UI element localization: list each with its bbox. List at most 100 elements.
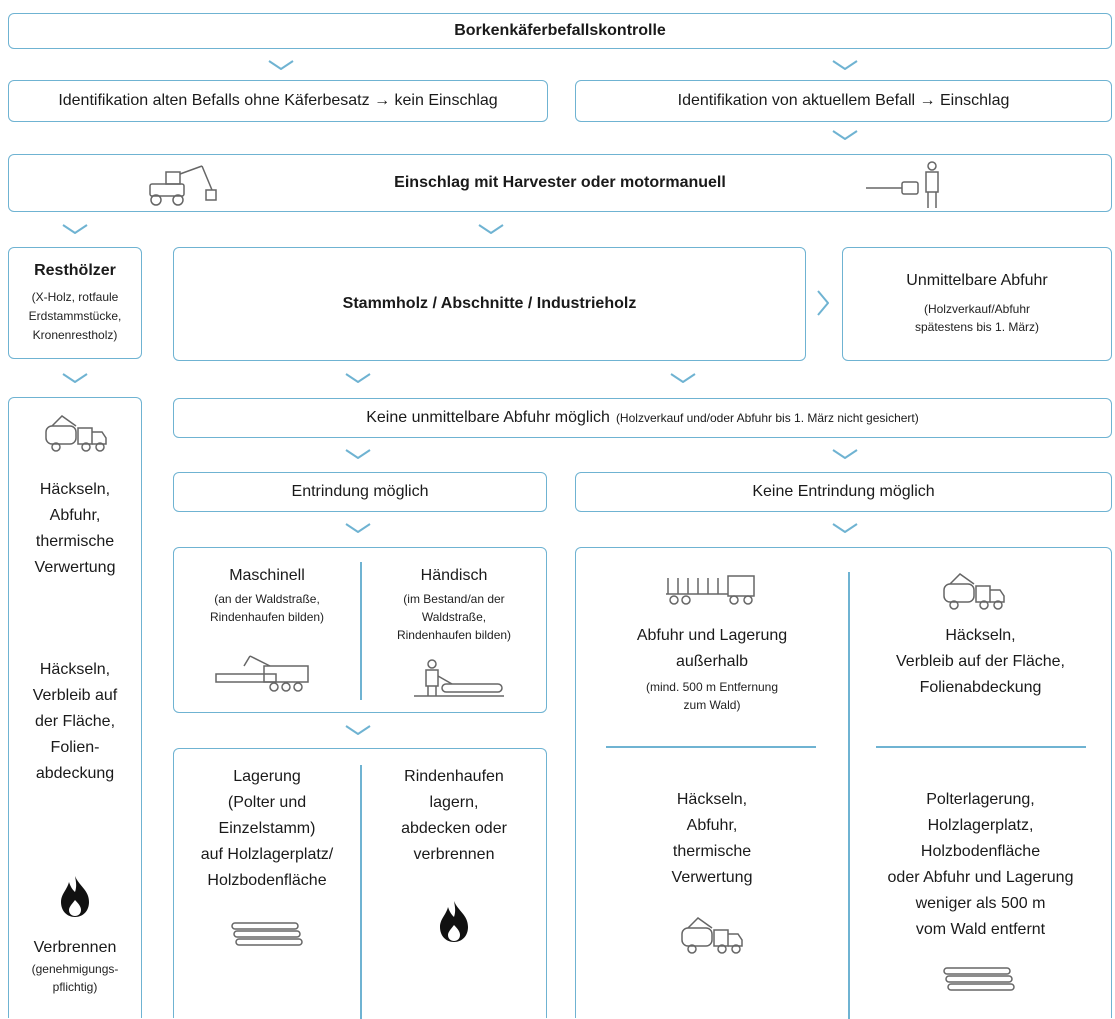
manual-debarking-icon	[414, 659, 504, 697]
no-debarking-label: Keine Entrindung möglich	[752, 483, 935, 500]
rindenhaufen-line-1: Rindenhaufen	[404, 768, 504, 785]
harvester-icon	[149, 165, 217, 206]
resthoelzer-note-1: (X-Holz, rotfaule	[31, 290, 119, 304]
direct-removal-note-1: (Holzverkauf/Abfuhr	[923, 302, 1031, 316]
left-burn-note-1: (genehmigungs-	[31, 962, 119, 976]
maschinell-note-2: Rindenhaufen bilden)	[209, 610, 325, 624]
arrow-down-icon	[345, 449, 371, 459]
no-direct-removal-box: Keine unmittelbare Abfuhr möglich (Holzv…	[173, 398, 1112, 438]
old-infestation-box: Identifikation alten Befalls ohne Käferb…	[8, 80, 548, 122]
arrow-down-icon	[832, 523, 858, 533]
transport-note-2: zum Wald)	[683, 698, 741, 712]
transport-note-1: (mind. 500 m Entfernung	[645, 680, 779, 694]
arrow-down-icon	[478, 224, 504, 234]
title-box: Borkenkäferbefallskontrolle	[8, 13, 1112, 49]
left-cover-line-5: abdeckung	[35, 765, 115, 782]
no-debarking-box: Keine Entrindung möglich	[575, 472, 1112, 512]
haendisch-title: Händisch	[420, 567, 488, 584]
left-burn-note-2: pflichtig)	[52, 980, 98, 994]
chipper-truck-icon	[943, 573, 1005, 610]
rindenhaufen-line-2: lagern,	[429, 794, 479, 811]
chainsaw-worker-icon	[866, 161, 939, 208]
machine-debarker-icon	[215, 655, 309, 692]
direct-removal-note-2: spätestens bis 1. März)	[914, 320, 1040, 334]
chipper-truck-icon	[45, 415, 107, 452]
resthoelzer-note-2: Erdstammstücke,	[28, 309, 122, 323]
lagerung-line-2: (Polter und	[227, 794, 307, 811]
lagerung-line-4: auf Holzlagerplatz/	[200, 846, 334, 863]
polter-line-5: weniger als 500 m	[915, 895, 1046, 912]
old-infestation-label: Identifikation alten Befalls ohne Käferb…	[58, 92, 498, 109]
arrow-down-icon	[62, 373, 88, 383]
haendisch-note-2: Waldstraße,	[421, 610, 487, 624]
left-chip-line-3: thermische	[35, 533, 115, 550]
chip-cover-line-2: Verbleib auf der Fläche,	[896, 653, 1065, 670]
current-infestation-box: Identifikation von aktuellem Befall → Ei…	[575, 80, 1112, 122]
resthoelzer-box: Resthölzer (X-Holz, rotfaule Erdstammstü…	[8, 247, 142, 359]
stammholz-label: Stammholz / Abschnitte / Industrieholz	[342, 295, 637, 312]
transport-line-2: außerhalb	[675, 653, 749, 670]
debarking-possible-label: Entrindung möglich	[291, 483, 429, 500]
stammholz-box: Stammholz / Abschnitte / Industrieholz	[173, 247, 806, 361]
transport-line-1: Abfuhr und Lagerung	[636, 627, 788, 644]
lagerung-line-1: Lagerung	[233, 768, 301, 785]
left-cover-line-1: Häckseln,	[39, 661, 111, 678]
log-truck-icon	[666, 575, 755, 605]
debarking-possible-box: Entrindung möglich	[173, 472, 547, 512]
no-debarking-options-box: Abfuhr und Lagerung außerhalb (mind. 500…	[575, 547, 1112, 1019]
resthoelzer-title: Resthölzer	[34, 262, 116, 279]
divider	[360, 765, 362, 1019]
direct-removal-title: Unmittelbare Abfuhr	[906, 272, 1048, 289]
left-chip-line-2: Abfuhr,	[49, 507, 101, 524]
haendisch-note-1: (im Bestand/an der	[403, 592, 505, 606]
left-chip-line-1: Häckseln,	[39, 481, 111, 498]
fire-icon	[61, 876, 89, 917]
arrow-down-icon	[670, 373, 696, 383]
arrow-down-icon	[345, 523, 371, 533]
polter-line-3: Holzbodenfläche	[920, 843, 1041, 860]
rindenhaufen-line-3: abdecken oder	[401, 820, 507, 837]
log-stack-icon	[943, 967, 1015, 991]
chip-cover-line-3: Folienabdeckung	[919, 679, 1042, 696]
divider	[848, 572, 850, 1019]
left-burn-title: Verbrennen	[33, 939, 117, 956]
resthoelzer-note-3: Kronenrestholz)	[32, 328, 118, 342]
chip-removal-line-4: Verwertung	[671, 869, 753, 886]
storage-box: Lagerung (Polter und Einzelstamm) auf Ho…	[173, 748, 547, 1019]
rindenhaufen-line-4: verbrennen	[413, 846, 495, 863]
divider	[876, 746, 1086, 748]
maschinell-title: Maschinell	[229, 567, 305, 584]
divider	[606, 746, 816, 748]
lagerung-line-3: Einzelstamm)	[218, 820, 316, 837]
arrow-down-icon	[832, 449, 858, 459]
no-direct-removal-label: Keine unmittelbare Abfuhr möglich	[366, 409, 610, 426]
direct-removal-box: Unmittelbare Abfuhr (Holzverkauf/Abfuhr …	[842, 247, 1112, 361]
left-chip-line-4: Verwertung	[34, 559, 116, 576]
left-cover-line-4: Folien-	[50, 739, 100, 756]
polter-line-6: vom Wald entfernt	[915, 921, 1046, 938]
page-title: Borkenkäferbefallskontrolle	[454, 22, 666, 39]
polter-line-2: Holzlagerplatz,	[927, 817, 1034, 834]
chip-removal-line-3: thermische	[672, 843, 752, 860]
resthoelzer-treatment-box: Häckseln, Abfuhr, thermische Verwertung …	[8, 397, 142, 1018]
left-cover-line-3: der Fläche,	[34, 713, 116, 730]
polter-line-4: oder Abfuhr und Lagerung	[887, 869, 1074, 886]
arrow-down-icon	[345, 725, 371, 735]
divider	[360, 562, 362, 700]
current-infestation-label: Identifikation von aktuellem Befall → Ei…	[677, 92, 1010, 109]
arrow-down-icon	[832, 60, 858, 70]
chipper-truck-icon	[681, 917, 743, 954]
chip-cover-line-1: Häckseln,	[945, 627, 1016, 644]
lagerung-line-5: Holzbodenfläche	[207, 872, 327, 889]
arrow-down-icon	[62, 224, 88, 234]
chip-removal-line-1: Häckseln,	[676, 791, 748, 808]
arrow-down-icon	[268, 60, 294, 70]
chevron-right-icon	[817, 290, 829, 316]
felling-label: Einschlag mit Harvester oder motormanuel…	[394, 174, 726, 191]
fire-icon	[440, 901, 468, 942]
left-cover-line-2: Verbleib auf	[32, 687, 118, 704]
no-direct-removal-note: (Holzverkauf und/oder Abfuhr bis 1. März…	[615, 411, 919, 425]
maschinell-note-1: (an der Waldstraße,	[214, 592, 320, 606]
haendisch-note-3: Rindenhaufen bilden)	[396, 628, 512, 642]
polter-line-1: Polterlagerung,	[926, 791, 1035, 808]
